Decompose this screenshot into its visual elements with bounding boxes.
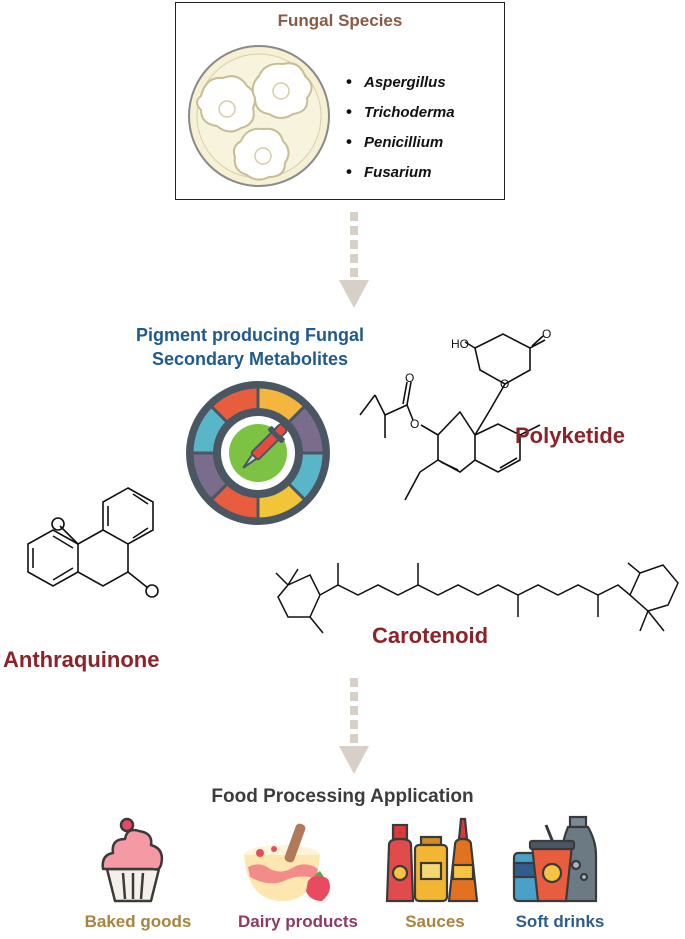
species-item: Trichoderma xyxy=(346,97,455,127)
oxygen-label: O xyxy=(410,417,419,431)
ho-label: HO xyxy=(451,337,469,351)
down-arrow-icon xyxy=(339,678,369,774)
polyketide-structure: HO O O O O xyxy=(359,327,551,501)
food-processing-title: Food Processing Application xyxy=(211,786,474,807)
carotenoid-structure xyxy=(275,562,679,634)
dairy-bowl-icon xyxy=(244,823,330,901)
sauce-bottles-icon xyxy=(385,817,479,903)
food-label-soft-drinks: Soft drinks xyxy=(515,912,605,931)
anthraquinone-label: Anthraquinone xyxy=(3,647,160,672)
polyketide-label: Polyketide xyxy=(515,423,626,448)
pigment-title: Pigment producing Fungal Secondary Metab… xyxy=(100,323,400,371)
down-arrow-icon xyxy=(339,212,369,308)
fungal-species-box: Fungal Species Aspergillus Trichoderma P… xyxy=(175,2,505,200)
petri-dish-icon xyxy=(188,45,330,187)
oxygen-label: O xyxy=(500,377,509,391)
oxygen-label: O xyxy=(542,327,551,341)
food-label-dairy-products: Dairy products xyxy=(238,912,358,931)
pigment-title-line1: Pigment producing Fungal xyxy=(136,325,364,345)
carotenoid-label: Carotenoid xyxy=(372,623,489,648)
species-item: Penicillium xyxy=(346,127,455,157)
species-list: Aspergillus Trichoderma Penicillium Fusa… xyxy=(346,67,455,187)
color-wheel-icon xyxy=(186,381,330,525)
oxygen-label: O xyxy=(405,371,414,385)
fungal-species-title: Fungal Species xyxy=(277,11,403,30)
pigment-title-line2: Secondary Metabolites xyxy=(151,349,349,369)
anthraquinone-structure xyxy=(27,487,159,598)
food-label-baked-goods: Baked goods xyxy=(84,912,192,931)
species-item: Aspergillus xyxy=(346,67,455,97)
species-item: Fusarium xyxy=(346,157,455,187)
cupcake-icon xyxy=(101,817,164,903)
food-label-sauces: Sauces xyxy=(405,912,465,931)
soft-drinks-icon xyxy=(512,815,598,903)
